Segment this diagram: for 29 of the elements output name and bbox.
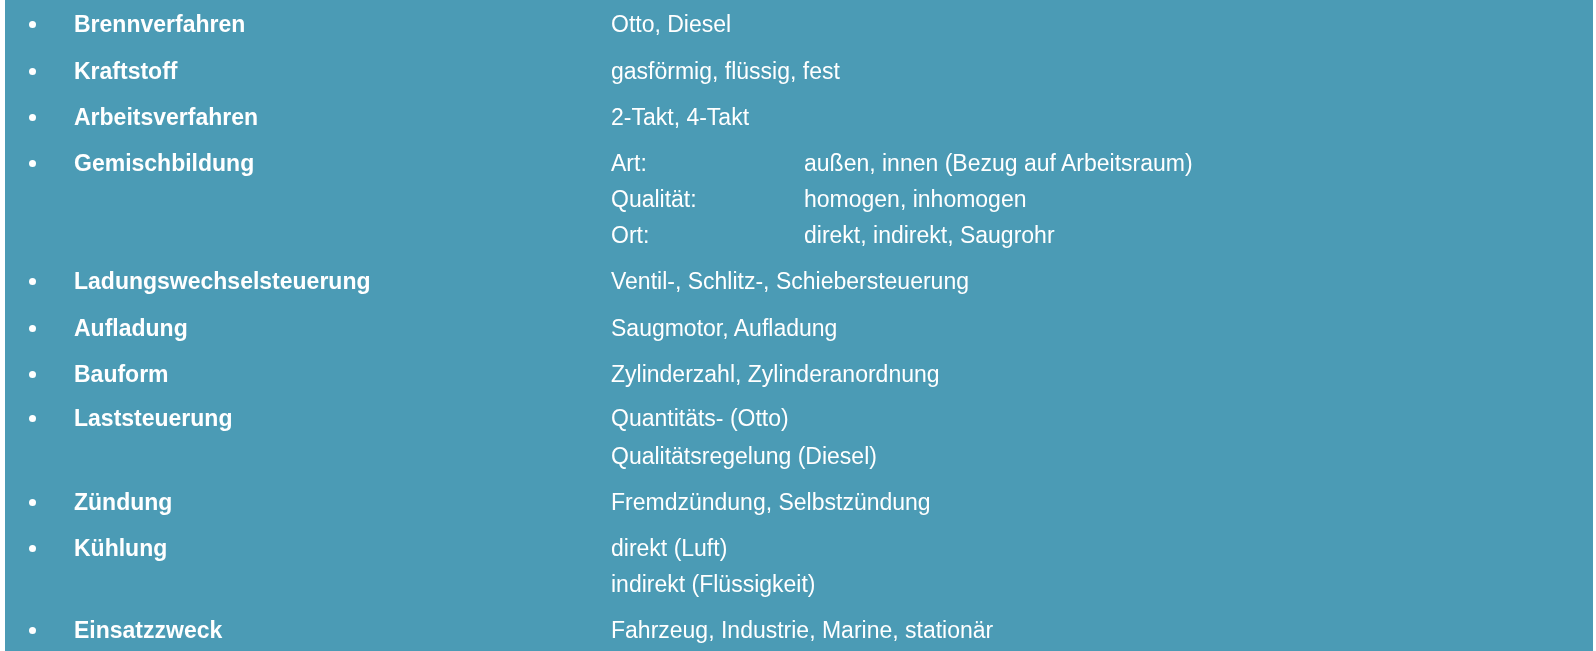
category-values: Ventil-, Schlitz-, Schiebersteuerung xyxy=(611,267,969,295)
category-heading: Aufladung xyxy=(74,314,188,342)
category-values: Zylinderzahl, Zylinderanordnung xyxy=(611,360,940,388)
category-heading: Arbeitsverfahren xyxy=(74,103,259,131)
category-heading: Gemischbildung xyxy=(74,149,255,177)
category-values: Qualitätsregelung (Diesel) xyxy=(611,442,877,470)
category-values: indirekt (Flüssigkeit) xyxy=(611,570,816,598)
category-values: direkt (Luft) xyxy=(611,534,728,562)
category-values: Qualität: xyxy=(611,185,697,213)
category-values: außen, innen (Bezug auf Arbeitsraum) xyxy=(804,149,1193,177)
category-values: homogen, inhomogen xyxy=(804,185,1027,213)
category-heading: Laststeuerung xyxy=(74,404,233,432)
category-values: gasförmig, flüssig, fest xyxy=(611,57,840,85)
category-heading: Kraftstoff xyxy=(74,57,178,85)
category-values: Otto, Diesel xyxy=(611,10,732,38)
category-heading: Kühlung xyxy=(74,534,168,562)
category-values: Saugmotor, Aufladung xyxy=(611,314,838,342)
category-heading: Ladungswechselsteuerung xyxy=(74,267,371,295)
category-values: Quantitäts- (Otto) xyxy=(611,404,789,432)
category-heading: Brennverfahren xyxy=(74,10,246,38)
category-heading: Bauform xyxy=(74,360,169,388)
category-values: direkt, indirekt, Saugrohr xyxy=(804,221,1055,249)
category-values: 2-Takt, 4-Takt xyxy=(611,103,750,131)
category-heading: Einsatzzweck xyxy=(74,616,223,644)
category-values: Art: xyxy=(611,149,647,177)
category-values: Ort: xyxy=(611,221,650,249)
category-values: Fremdzündung, Selbstzündung xyxy=(611,488,931,516)
category-heading: Zündung xyxy=(74,488,173,516)
category-values: Fahrzeug, Industrie, Marine, stationär xyxy=(611,616,994,644)
